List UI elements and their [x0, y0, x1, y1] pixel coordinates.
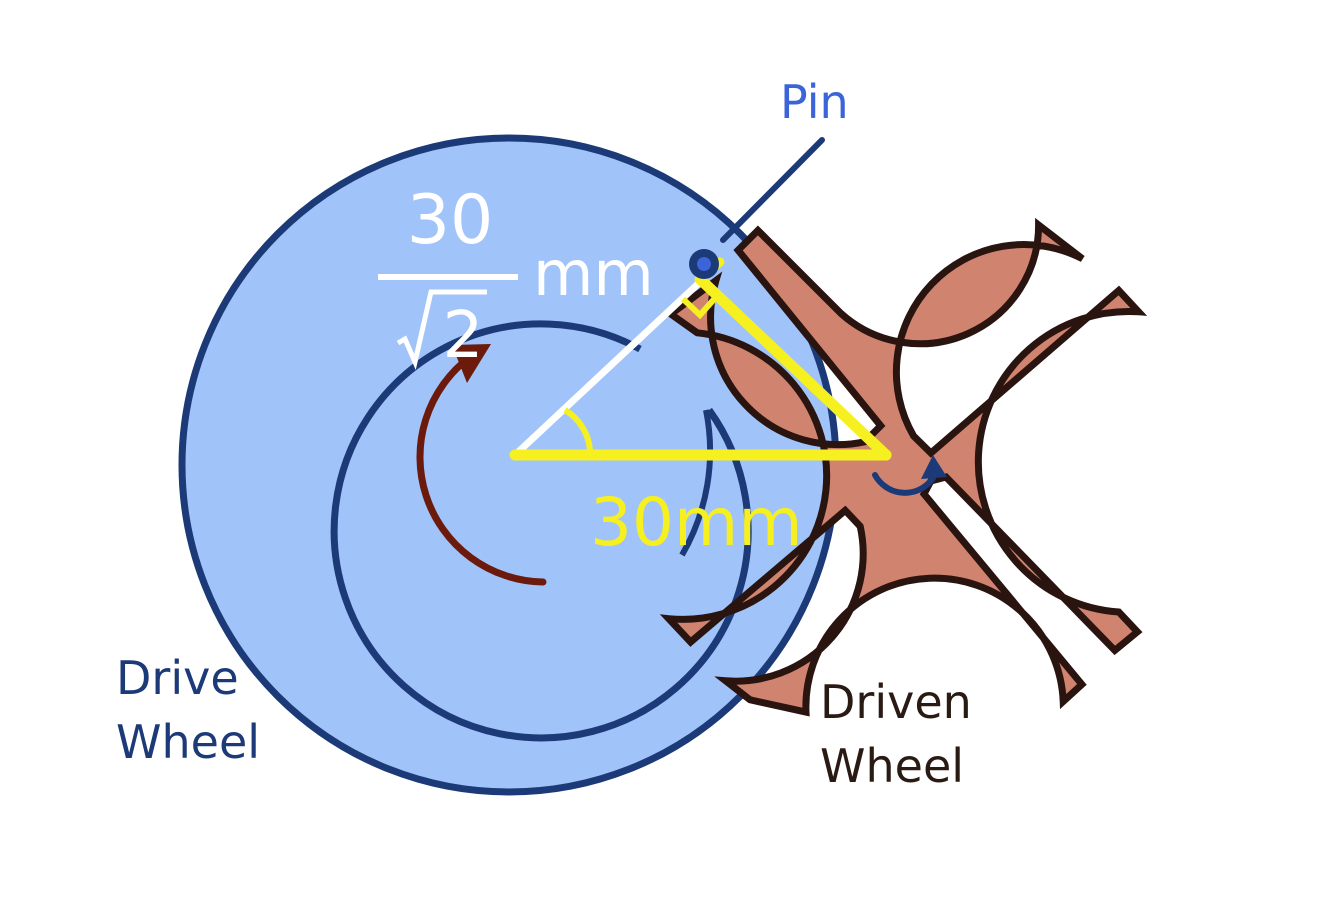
drive-wheel-label-line1: Drive: [116, 651, 239, 705]
drive-rotation-arrowhead: [452, 344, 491, 383]
angle-arc: [563, 407, 593, 451]
radius-radicand: 2: [443, 299, 484, 373]
driven-rotation-arrow: [872, 472, 936, 496]
pin-leader-line: [720, 137, 825, 243]
drive-rotation-arrow: [416, 353, 547, 586]
square-root-sign: [396, 289, 487, 370]
pin-center: [697, 257, 711, 271]
triangle-side: [694, 273, 892, 461]
radius-line: [511, 278, 704, 459]
drive-wheel-ring-segment: [679, 409, 714, 557]
driven-wheel-label-line1: Driven: [820, 675, 972, 729]
radius-unit: mm: [533, 237, 654, 310]
driven-wheel-label-line2: Wheel: [820, 739, 964, 793]
pin-label: Pin: [780, 75, 849, 129]
drive-wheel-label-line2: Wheel: [116, 715, 260, 769]
driven-wheel: [659, 217, 1148, 717]
right-angle-marker: [680, 295, 719, 320]
radius-numerator: 30: [407, 181, 494, 260]
drive-wheel-inner-ring: [330, 320, 752, 742]
distance-label: 30mm: [590, 484, 803, 561]
driven-rotation-arrowhead: [921, 455, 947, 479]
